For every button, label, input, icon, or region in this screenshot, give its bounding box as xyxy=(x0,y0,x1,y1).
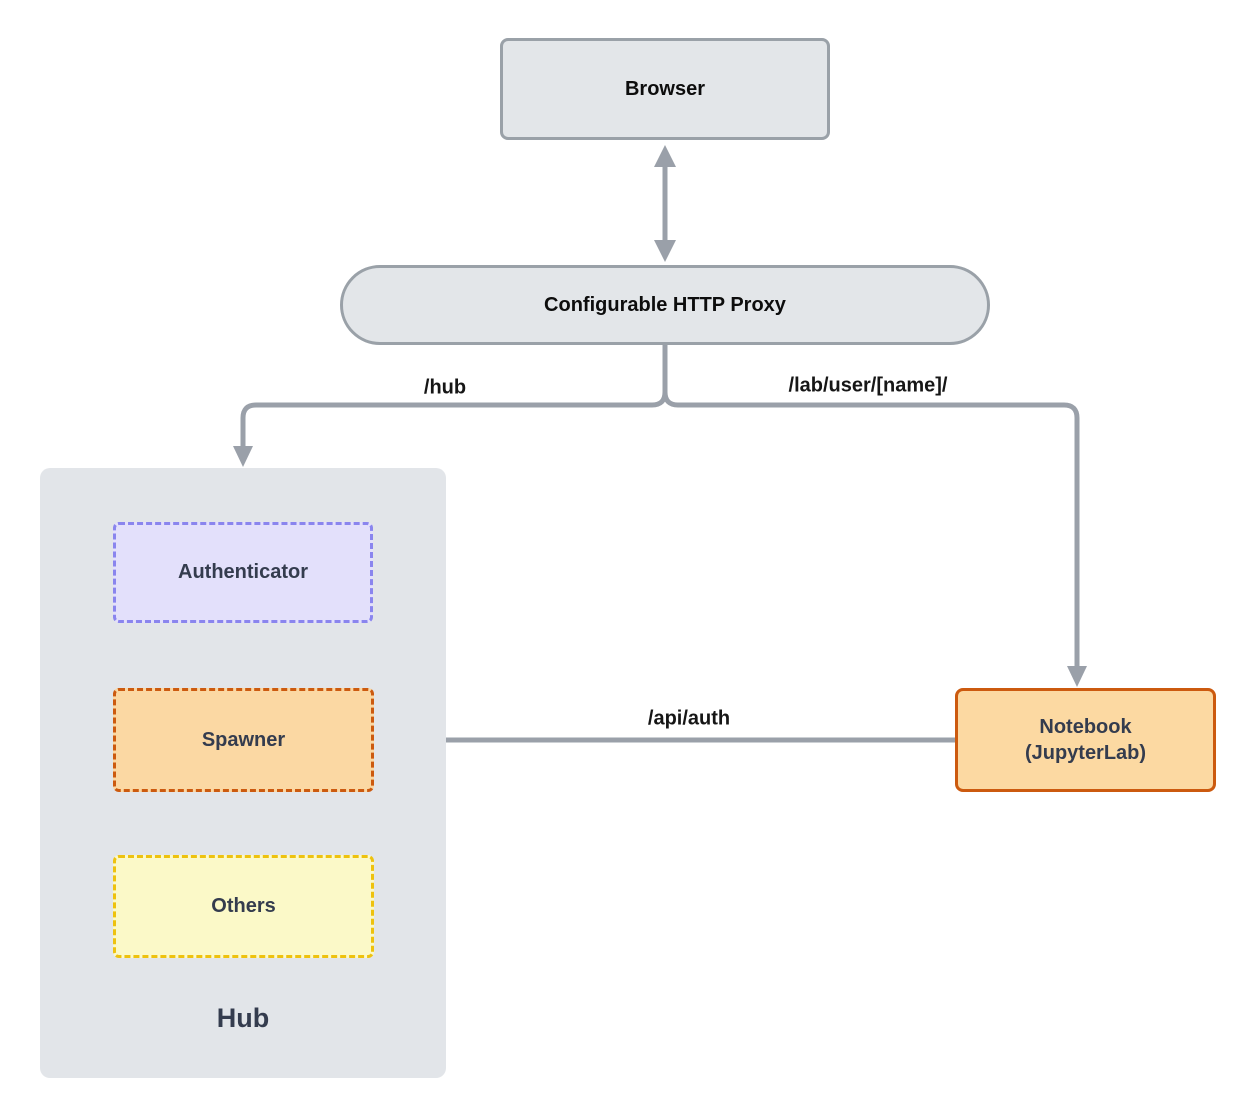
node-spawner-label: Spawner xyxy=(201,728,286,751)
edge-label-lab-user-path: /lab/user/[name]/ xyxy=(786,374,950,398)
node-notebook-label-line2: (JupyterLab) xyxy=(1024,742,1147,764)
node-authenticator: Authenticator xyxy=(113,522,373,623)
arrowhead-down-icon xyxy=(654,240,676,262)
node-spawner: Spawner xyxy=(113,688,374,792)
node-hub-label: Hub xyxy=(216,1003,270,1033)
arrowhead-down-icon xyxy=(233,446,253,467)
arrowhead-up-icon xyxy=(654,145,676,167)
edge-label-hub-path: /hub xyxy=(421,376,469,400)
edge-proxy-hub xyxy=(233,345,668,467)
node-browser: Browser xyxy=(500,38,830,140)
arrowhead-down-icon xyxy=(1067,666,1087,687)
edge-notebook-spawner xyxy=(376,729,955,751)
node-others: Others xyxy=(113,855,374,958)
node-configurable-http-proxy: Configurable HTTP Proxy xyxy=(340,265,990,345)
node-others-label: Others xyxy=(211,895,276,917)
node-proxy-label: Configurable HTTP Proxy xyxy=(544,293,786,316)
node-authenticator-label: Authenticator xyxy=(178,561,308,583)
edge-label-api-auth-path: /api/auth xyxy=(645,707,733,731)
node-browser-label: Browser xyxy=(624,77,706,100)
edge-browser-proxy xyxy=(654,145,676,262)
node-notebook-jupyterlab: Notebook (JupyterLab) xyxy=(955,688,1216,792)
node-notebook-label-line1: Notebook xyxy=(1039,716,1132,738)
